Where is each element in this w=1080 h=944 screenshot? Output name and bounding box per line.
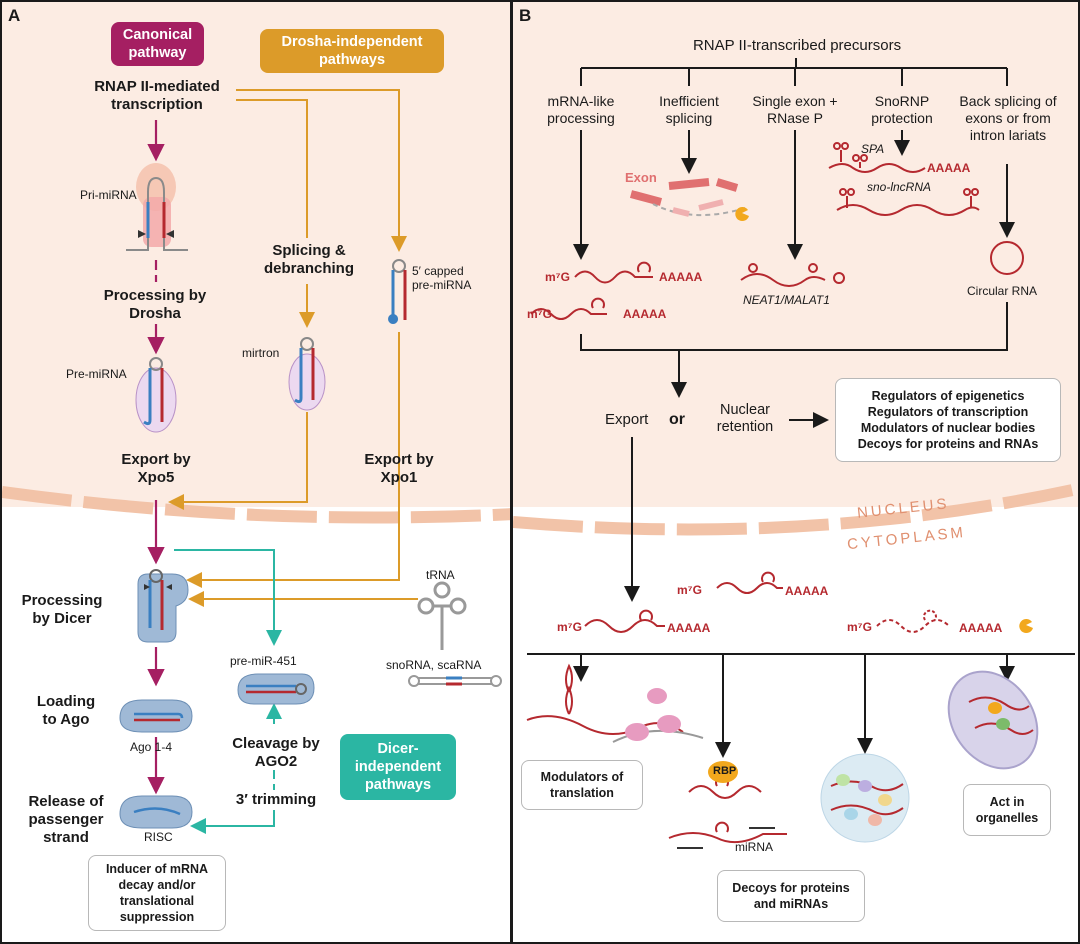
m7g-label-2: m⁷G <box>527 307 552 321</box>
nucleus-region <box>2 2 510 507</box>
polya-label-4: AAAAA <box>667 621 711 635</box>
canonical-pathway-pill: Canonical pathway <box>111 22 204 66</box>
loading-label: Loading to Ago <box>36 693 96 728</box>
polya-label-5: AAAAA <box>959 621 1003 635</box>
panel-a-drawing <box>2 89 510 834</box>
decoy-sphere <box>820 753 910 843</box>
col-inefficient-splicing: Inefficient splicing <box>659 93 719 126</box>
polya-label-2: AAAAA <box>623 307 667 321</box>
circular-rna-label: Circular RNA <box>967 284 1038 298</box>
retention-label: Nuclear retention <box>716 402 774 436</box>
ago-complex <box>119 699 193 733</box>
precursors-header: RNAP II-transcribed precursors <box>692 37 902 54</box>
pre-mirna-hairpin <box>135 357 177 433</box>
export-xpo5-label: Export by Xpo5 <box>121 451 191 486</box>
organelles-box: Act in organelles <box>963 784 1051 836</box>
panel-b: B RNAP II-transcribed precursors mRNA-li… <box>511 0 1080 944</box>
decoys-box: Decoys for proteins and miRNAs <box>717 870 865 922</box>
mitochondrion <box>947 670 1039 770</box>
risc-label: RISC <box>144 830 173 844</box>
snornp-drawings <box>828 142 980 216</box>
release-label: Release of passenger strand <box>28 793 104 846</box>
capped-pre-mirna-label: 5′ capped pre-miRNA <box>412 264 472 293</box>
export-xpo1-label: Export by Xpo1 <box>364 451 434 486</box>
dicer-independent-arrows <box>174 549 282 834</box>
exon-label: Exon <box>625 170 657 185</box>
regulator-epigenetics: Regulators of epigenetics <box>871 388 1025 403</box>
col-snornp: SnoRNP protection <box>871 93 933 126</box>
inducer-box: Inducer of mRNA decay and/or translation… <box>88 855 226 931</box>
splicing-label: Splicing & debranching <box>264 242 355 277</box>
pri-mirna-label: Pri-miRNA <box>80 188 137 202</box>
regulators-box: Regulators of epigenetics Regulators of … <box>835 378 1061 462</box>
rbp-mirna-drawing <box>668 761 787 849</box>
rbp-label: RBP <box>713 765 737 777</box>
snorna-label: snoRNA, scaRNA <box>386 658 482 672</box>
panel-b-drawing <box>513 58 1078 849</box>
pre-mir451-label: pre-miR-451 <box>230 654 297 668</box>
capped-pre-mirna <box>388 259 407 324</box>
col-back-splicing: Back splicing of exons or from intron la… <box>959 93 1057 143</box>
col-single-exon: Single exon + RNase P <box>752 93 838 126</box>
trna-label: tRNA <box>426 568 455 582</box>
dicer-independent-pill: Dicer-independent pathways <box>340 734 456 800</box>
cytoplasm-mrna-transcripts <box>584 571 1033 634</box>
processing-drosha-label: Processing by Drosha <box>103 287 207 322</box>
processing-dicer-label: Processing by Dicer <box>21 592 103 627</box>
drosha-independent-arrows <box>168 89 418 607</box>
ago-label: Ago 1-4 <box>130 740 173 754</box>
precursor-tree <box>527 58 1075 758</box>
panel-a: A Canonical pathway Drosha-independent p… <box>0 0 512 944</box>
mirtron-label: mirtron <box>242 346 280 360</box>
snorna-structure <box>408 675 502 687</box>
risc-complex <box>119 795 193 829</box>
drosha-independent-pill: Drosha-independent pathways <box>260 29 444 73</box>
m7g-label-1: m⁷G <box>545 270 570 284</box>
nuclear-membrane <box>2 486 510 524</box>
polya-label-1: AAAAA <box>659 270 703 284</box>
pre-mir451-complex <box>237 673 315 705</box>
panel-b-letter: B <box>519 6 532 25</box>
spa-label: SPA <box>861 142 885 156</box>
transcription-label: RNAP II-mediated transcription <box>94 78 220 113</box>
regulator-transcription: Regulators of transcription <box>867 404 1029 419</box>
spa-polya: AAAAA <box>927 161 971 175</box>
trimming-label: 3′ trimming <box>235 791 317 808</box>
m7g-label-5: m⁷G <box>847 620 872 634</box>
neat1-label: NEAT1/MALAT1 <box>743 293 830 307</box>
translation-drawing <box>526 663 704 743</box>
inefficient-splicing-drawing <box>629 178 749 222</box>
export-label: Export <box>605 411 649 428</box>
mirtron-hairpin <box>288 337 326 411</box>
mirna-label: miRNA <box>735 840 773 854</box>
trna-structure <box>417 581 467 650</box>
pri-mirna-hairpin <box>126 163 188 251</box>
decoys-proteins-rnas: Decoys for proteins and RNAs <box>857 437 1039 452</box>
modulators-translation-box: Modulators of translation <box>521 760 643 810</box>
pre-mirna-label: Pre-miRNA <box>66 367 127 381</box>
polya-label-3: AAAAA <box>785 584 829 598</box>
panel-a-letter: A <box>8 6 21 25</box>
nuclear-membrane-b <box>513 482 1078 536</box>
m7g-label-4: m⁷G <box>557 620 582 634</box>
sno-lncrna-label: sno-lncRNA <box>867 180 932 194</box>
dicer-complex <box>137 569 189 643</box>
or-label: or <box>669 411 685 428</box>
cleavage-label: Cleavage by AGO2 <box>232 735 320 770</box>
nucleus-mrna-transcripts <box>530 241 1024 320</box>
col-mrna-like: mRNA-like processing <box>547 93 615 126</box>
m7g-label-3: m⁷G <box>677 583 702 597</box>
modulators-nuclear-bodies: Modulators of nuclear bodies <box>860 421 1036 435</box>
